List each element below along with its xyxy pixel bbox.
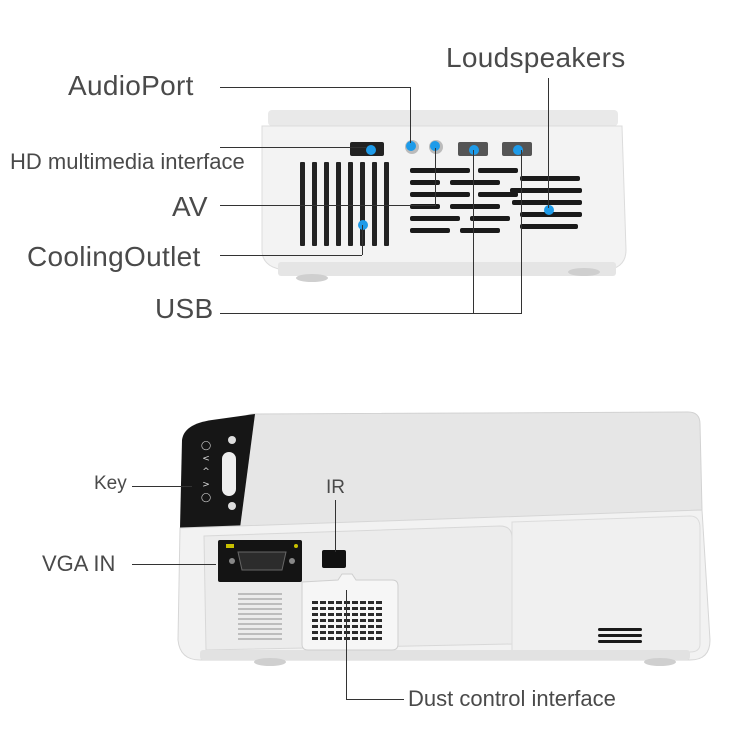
key-label: Key <box>94 473 127 494</box>
av-label: AV <box>172 191 208 222</box>
audio-port-marker <box>406 141 416 151</box>
usb-port-marker-2 <box>513 145 523 155</box>
dust-control-label: Dust control interface <box>408 686 616 711</box>
key-symbols: ◯<^>◯ <box>200 441 212 503</box>
usb-port-marker-1 <box>469 145 479 155</box>
cooling-outlet-label: CoolingOutlet <box>27 241 201 272</box>
dust-grid <box>312 598 384 640</box>
hdmi-port-marker <box>366 145 376 155</box>
key-rocker <box>222 452 236 496</box>
vga-in-label: VGA IN <box>42 551 116 576</box>
audio-port-label: AudioPort <box>68 70 194 101</box>
key-dot-1 <box>228 436 236 444</box>
ir-label: IR <box>326 477 345 498</box>
cooling-outlet-marker <box>358 220 368 230</box>
loudspeakers-label: Loudspeakers <box>446 42 626 73</box>
av-port-marker <box>430 141 440 151</box>
usb-label: USB <box>155 293 214 324</box>
key-dot-2 <box>228 502 236 510</box>
side-vent-left <box>238 592 282 640</box>
hd-interface-label: HD multimedia interface <box>10 149 245 174</box>
loudspeaker-marker <box>544 205 554 215</box>
